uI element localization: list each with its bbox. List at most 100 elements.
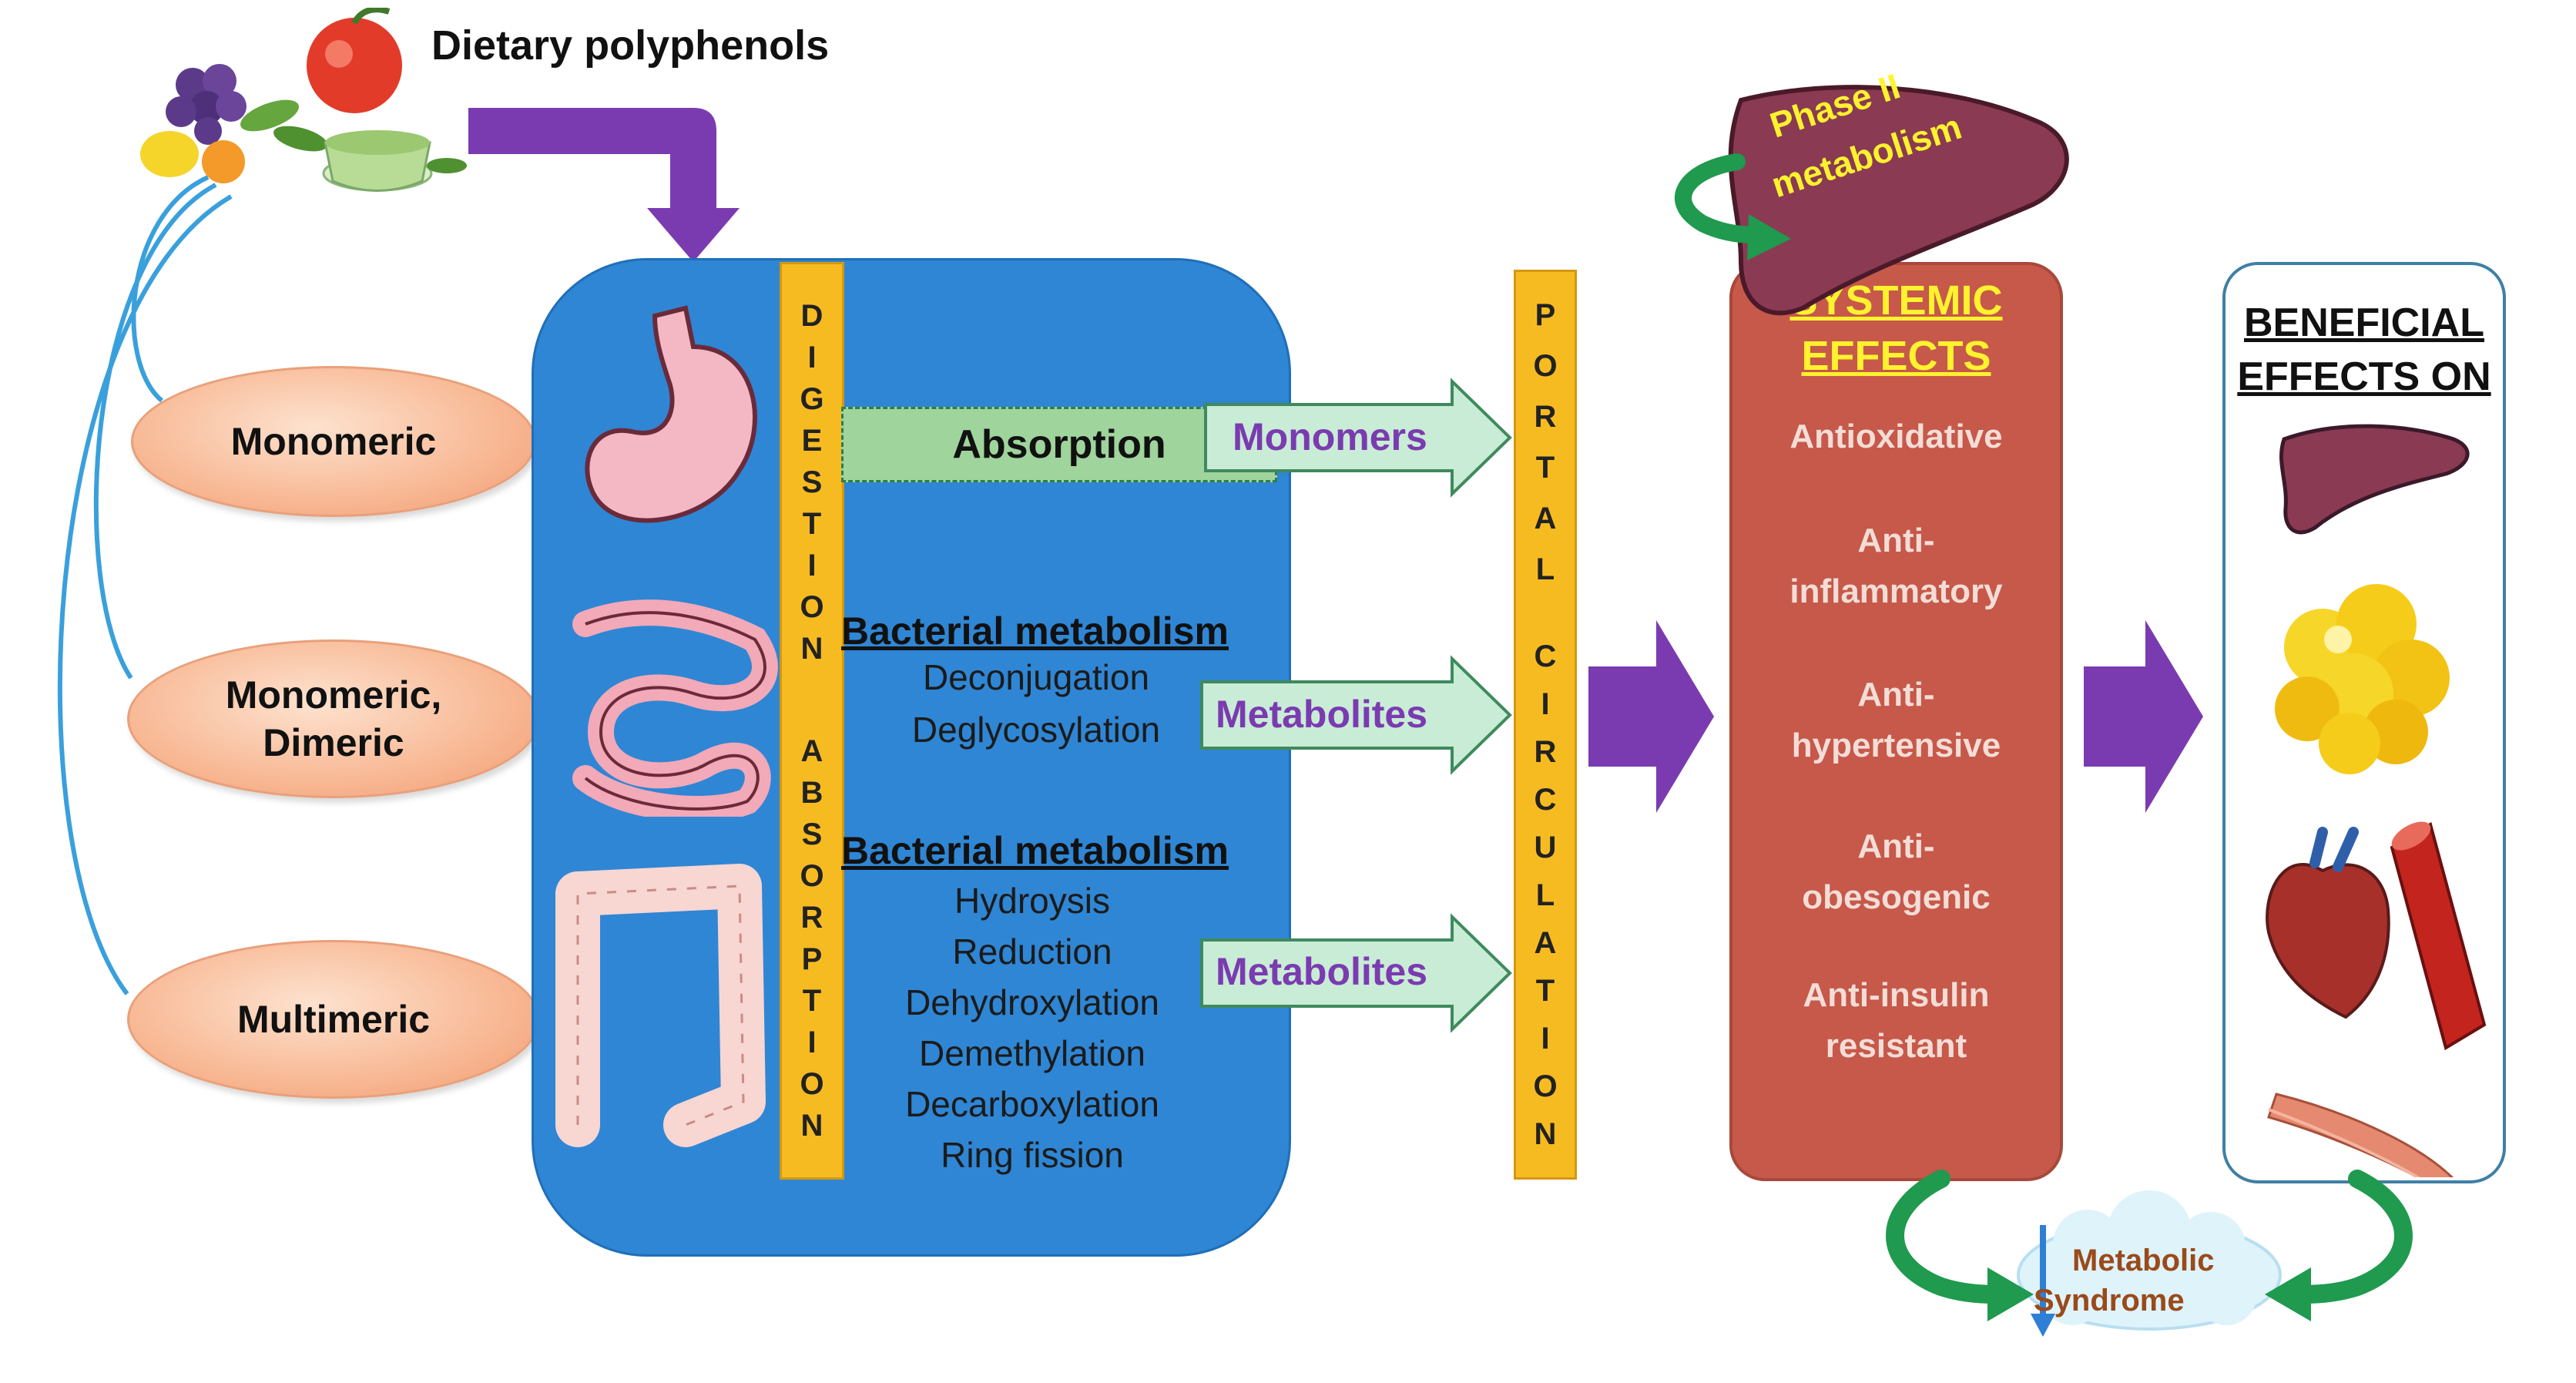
bar-letter: I	[807, 340, 817, 374]
step-demethylation: Demethylation	[918, 1033, 1146, 1073]
bar-letter: T	[1535, 973, 1555, 1008]
heart-icon	[2266, 827, 2390, 1019]
bar-letter: O	[1533, 349, 1558, 384]
monomers-label: Monomers	[1233, 415, 1427, 458]
bar-letter: S	[801, 817, 823, 852]
bar-letter: T	[802, 506, 822, 541]
effect-anti-hypertensive: Anti-hypertensive	[1732, 670, 2060, 771]
oval-multimeric: Multimeric	[127, 940, 540, 1099]
muscle-icon	[2267, 1093, 2454, 1177]
bar-letter: A	[1534, 502, 1557, 536]
effect-anti-hypertensive-line2: hypertensive	[1791, 727, 2001, 764]
systemic-title-2: EFFECTS	[1801, 333, 1991, 379]
step-ring-fission: Ring fission	[941, 1135, 1124, 1175]
oval-monomeric-dimeric: Monomeric, Dimeric	[127, 639, 540, 798]
green-arrow-right	[2265, 1170, 2413, 1321]
small-intestine-heading: Bacterial metabolism	[841, 609, 1229, 653]
bar-letter: C	[1534, 639, 1557, 673]
tea-cup-icon	[322, 130, 467, 192]
effect-anti-inflammatory: Anti-inflammatory	[1732, 515, 2060, 617]
liver-small-icon	[2279, 424, 2470, 535]
adipose-tissue-icon	[2275, 584, 2450, 774]
effect-antioxidative: Antioxidative	[1732, 411, 2060, 462]
bar-letter: S	[801, 465, 823, 499]
bar-letter: I	[1541, 1021, 1550, 1056]
bar-letter: O	[800, 859, 824, 894]
effect-anti-insulin-resistant: Anti-insulin resistant	[1732, 970, 2060, 1072]
effect-anti-obesogenic-line2: obesogenic	[1802, 878, 1991, 916]
title: Dietary polyphenols	[431, 22, 830, 69]
beneficial-title-2: EFFECTS ON	[2237, 354, 2491, 400]
bar-letter: A	[1534, 925, 1557, 960]
syndrome-label: Syndrome	[2034, 1284, 2185, 1318]
liver-icon	[1675, 85, 2069, 316]
effect-anti-inflammatory-line1: Anti-	[1857, 522, 1935, 559]
step-deglycosylation: Deglycosylation	[911, 710, 1161, 750]
lemon-icon	[140, 131, 199, 177]
effect-anti-insulin-resistant-line2: resistant	[1825, 1027, 1967, 1065]
leaf-icon	[240, 99, 327, 152]
bar-letter: P	[1535, 298, 1556, 333]
bar-letter: N	[800, 631, 823, 666]
bar-letter: G	[800, 381, 824, 416]
oval-multimeric-label: Multimeric	[236, 997, 431, 1041]
step-decarboxylation: Decarboxylation	[905, 1084, 1159, 1124]
bar-letter: R	[800, 901, 823, 935]
bar-letter: D	[800, 298, 823, 333]
orange-icon	[202, 140, 245, 183]
step-reduction: Reduction	[952, 932, 1112, 972]
colon-heading: Bacterial metabolism	[841, 829, 1229, 872]
oval-monomeric-dimeric-label: Monomeric, Dimeric	[225, 673, 442, 765]
metabolites-label-2: Metabolites	[1216, 950, 1428, 993]
small-intestine-icon	[572, 599, 778, 817]
absorption-label-text: Absorption	[952, 422, 1166, 467]
blood-vessel-icon	[2390, 821, 2487, 1051]
metabolic-syndrome-area	[1886, 1170, 2413, 1337]
bar-letter: U	[1534, 830, 1557, 864]
grapes-icon	[166, 64, 247, 145]
apple-icon	[307, 8, 402, 113]
bar-letter: I	[807, 548, 817, 582]
bar-letter: N	[1534, 1116, 1557, 1151]
metabolic-label: Metabolic	[2072, 1244, 2215, 1277]
cloud-icon	[2017, 1190, 2282, 1331]
step-deconjugation: Deconjugation	[922, 657, 1150, 697]
bar-letter: N	[800, 1109, 823, 1143]
bar-letter: L	[1535, 552, 1555, 587]
bar-letter: A	[800, 734, 823, 769]
bar-letter: O	[1533, 1069, 1558, 1103]
effect-anti-obesogenic-line1: Anti-	[1857, 827, 1935, 865]
step-hydroysis: Hydroysis	[954, 881, 1110, 921]
oval-monomeric-label: Monomeric	[230, 419, 437, 463]
bar-letter: E	[801, 423, 823, 458]
bar-letter: R	[1534, 734, 1557, 769]
bar-letter: R	[1534, 400, 1557, 435]
step-dehydroxylation: Dehydroxylation	[905, 982, 1159, 1022]
metabolic-syndrome-label: Metabolic Syndrome	[2034, 1240, 2214, 1321]
effect-anti-inflammatory-line2: inflammatory	[1789, 572, 2003, 610]
effect-anti-insulin-resistant-line1: Anti-insulin	[1803, 976, 1990, 1014]
bar-letter: P	[801, 942, 823, 977]
bar-letter: O	[800, 589, 824, 624]
organ-icons	[2266, 424, 2487, 1177]
intake-arrow	[468, 108, 740, 262]
green-arrow-left	[1886, 1170, 2034, 1321]
effect-antioxidative-line1: Antioxidative	[1789, 418, 2003, 455]
food-icons	[140, 8, 467, 192]
bar-letter: O	[800, 1067, 824, 1102]
bar-letter: T	[802, 984, 822, 1019]
absorption-band: Absorption	[841, 407, 1277, 482]
effect-anti-hypertensive-line1: Anti-	[1857, 676, 1935, 713]
colon-icon	[555, 864, 766, 1147]
metabolites-label-1: Metabolites	[1216, 693, 1428, 736]
bar-letter: I	[1541, 686, 1550, 721]
stomach-icon	[585, 305, 757, 523]
bar-letter: C	[1534, 782, 1557, 817]
beneficial-title-1: BENEFICIAL	[2244, 300, 2484, 345]
bar-letter: L	[1535, 878, 1555, 912]
